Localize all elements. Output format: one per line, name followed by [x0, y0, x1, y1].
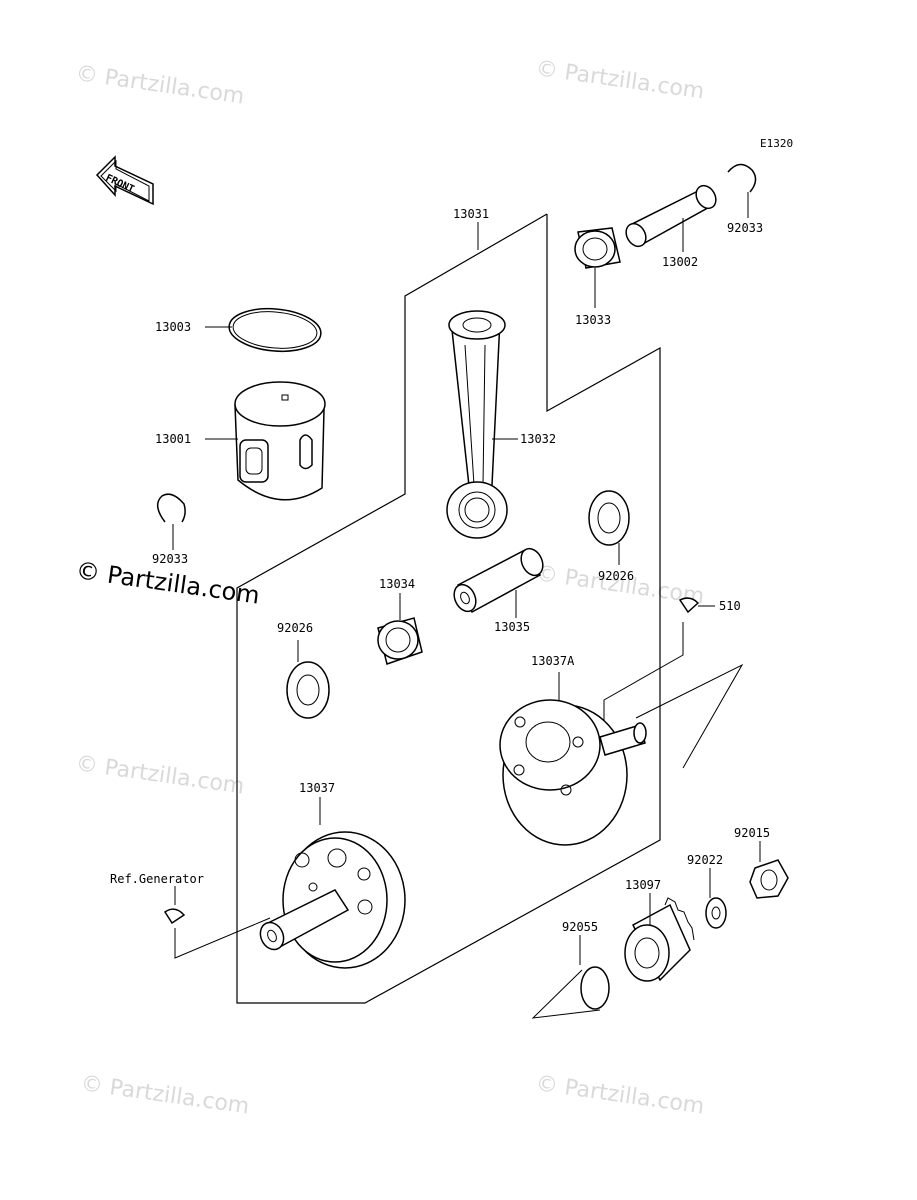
label-13033: 13033 — [575, 313, 611, 327]
watermark-bottom-right: © Partzilla.com — [534, 1071, 706, 1119]
crankshaft-gear — [624, 897, 695, 982]
label-92015: 92015 — [734, 826, 770, 840]
label-92033-right: 92033 — [727, 221, 763, 235]
nut — [749, 859, 789, 899]
watermark-top-left: © Partzilla.com — [74, 61, 246, 109]
label-510: 510 — [719, 599, 741, 613]
label-92026-right: 92026 — [598, 569, 634, 583]
crank-pin — [453, 547, 544, 614]
label-13002: 13002 — [662, 255, 698, 269]
watermark-top-right: © Partzilla.com — [534, 56, 706, 104]
watermark-bottom-left-2: © Partzilla.com — [79, 1071, 251, 1119]
diagram-code: E1320 — [760, 137, 793, 150]
needle-bearing-top — [574, 227, 621, 269]
woodruff-key-left — [163, 908, 186, 925]
o-ring — [580, 966, 610, 1010]
thrust-washer-right — [588, 490, 630, 546]
label-13034: 13034 — [379, 577, 415, 591]
label-13003: 13003 — [155, 320, 191, 334]
piston-pin — [625, 184, 717, 248]
circlip-left — [156, 493, 186, 523]
label-13037A: 13037A — [531, 654, 575, 668]
washer — [705, 897, 727, 929]
circlip-right — [727, 163, 757, 193]
label-13037: 13037 — [299, 781, 335, 795]
label-92026-left: 92026 — [277, 621, 313, 635]
label-ref-generator: Ref.Generator — [110, 872, 204, 886]
watermark-bottom-left: © Partzilla.com — [74, 751, 246, 799]
thrust-washer-left — [286, 661, 330, 719]
label-13032: 13032 — [520, 432, 556, 446]
woodruff-key-right — [678, 597, 700, 614]
label-13097: 13097 — [625, 878, 661, 892]
crankshaft-left-half — [259, 831, 406, 969]
label-92055: 92055 — [562, 920, 598, 934]
label-13035: 13035 — [494, 620, 530, 634]
front-arrow-icon: FRONT — [95, 155, 154, 206]
needle-bearing-bottom — [377, 617, 423, 665]
label-92033-left: 92033 — [152, 552, 188, 566]
crankshaft-right-half — [499, 699, 647, 846]
piston-ring — [228, 307, 322, 353]
label-13031: 13031 — [453, 207, 489, 221]
assembly-frame — [236, 213, 661, 1004]
piston — [234, 381, 326, 501]
label-13001: 13001 — [155, 432, 191, 446]
connecting-rod — [446, 310, 508, 539]
label-92022: 92022 — [687, 853, 723, 867]
